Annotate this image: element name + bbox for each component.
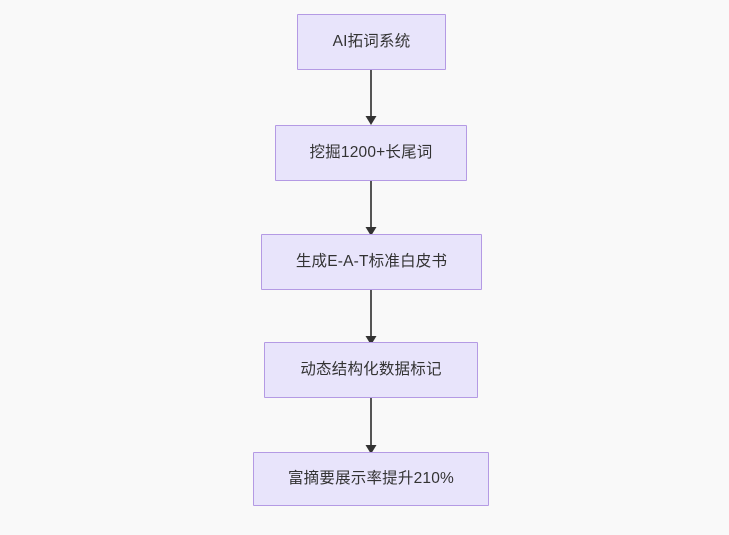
flowchart-node-dynamic-structured-data-markup[interactable]: 动态结构化数据标记 [264,342,478,398]
node-label: 富摘要展示率提升210% [287,469,455,487]
edge-node4-node5 [365,397,377,454]
node-label: 挖掘1200+长尾词 [309,143,433,161]
arrow-down-icon [365,116,377,125]
node-label: AI拓词系统 [332,32,411,50]
node-label: 动态结构化数据标记 [300,360,442,378]
flowchart-node-mine-longtail-keywords[interactable]: 挖掘1200+长尾词 [275,125,467,181]
flowchart-node-ai-keyword-system[interactable]: AI拓词系统 [297,14,446,70]
node-label: 生成E-A-T标准白皮书 [295,252,448,270]
edge-node2-node3 [365,180,377,236]
edge-node1-node2 [365,69,377,125]
flowchart-node-rich-snippet-rate-increase[interactable]: 富摘要展示率提升210% [253,452,489,506]
flowchart-node-generate-eat-whitepaper[interactable]: 生成E-A-T标准白皮书 [261,234,482,290]
edge-node3-node4 [365,289,377,345]
